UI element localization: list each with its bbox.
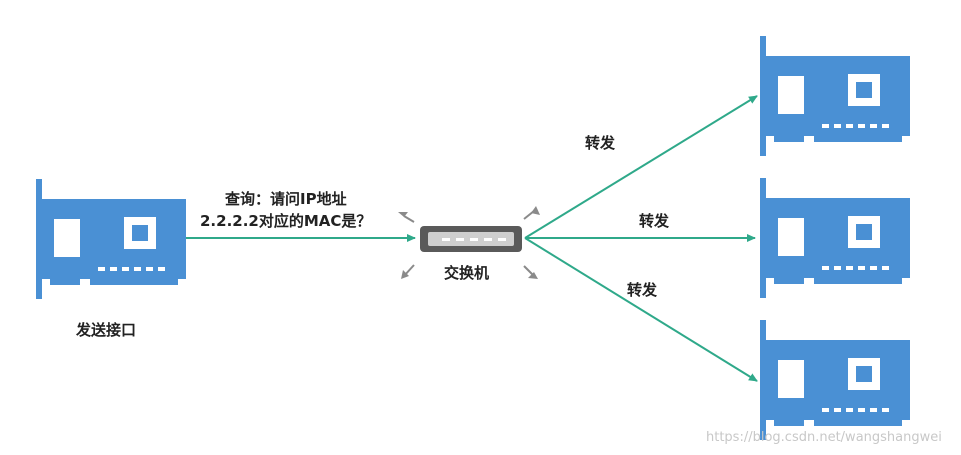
forward-label-bottom: 转发 [627, 281, 658, 299]
sender-label: 发送接口 [75, 321, 136, 339]
receiver-nic-bottom-icon [760, 320, 910, 440]
broadcast-arrows-icon [398, 206, 540, 279]
switch-icon [420, 226, 522, 252]
forward-label-top: 转发 [585, 134, 616, 152]
receiver-nic-middle-icon [760, 178, 910, 298]
forward-arrow-bottom [524, 237, 758, 382]
query-line-1: 查询：请问IP地址 [225, 190, 347, 208]
switch-label: 交换机 [444, 264, 489, 282]
watermark-text: https://blog.csdn.net/wangshangwei [706, 430, 942, 445]
forward-label-middle: 转发 [639, 212, 670, 230]
query-line-2: 2.2.2.2对应的MAC是？ [200, 212, 371, 230]
receiver-nic-top-icon [760, 36, 910, 156]
sender-nic-icon [36, 179, 186, 299]
forward-arrow-top [524, 95, 758, 239]
